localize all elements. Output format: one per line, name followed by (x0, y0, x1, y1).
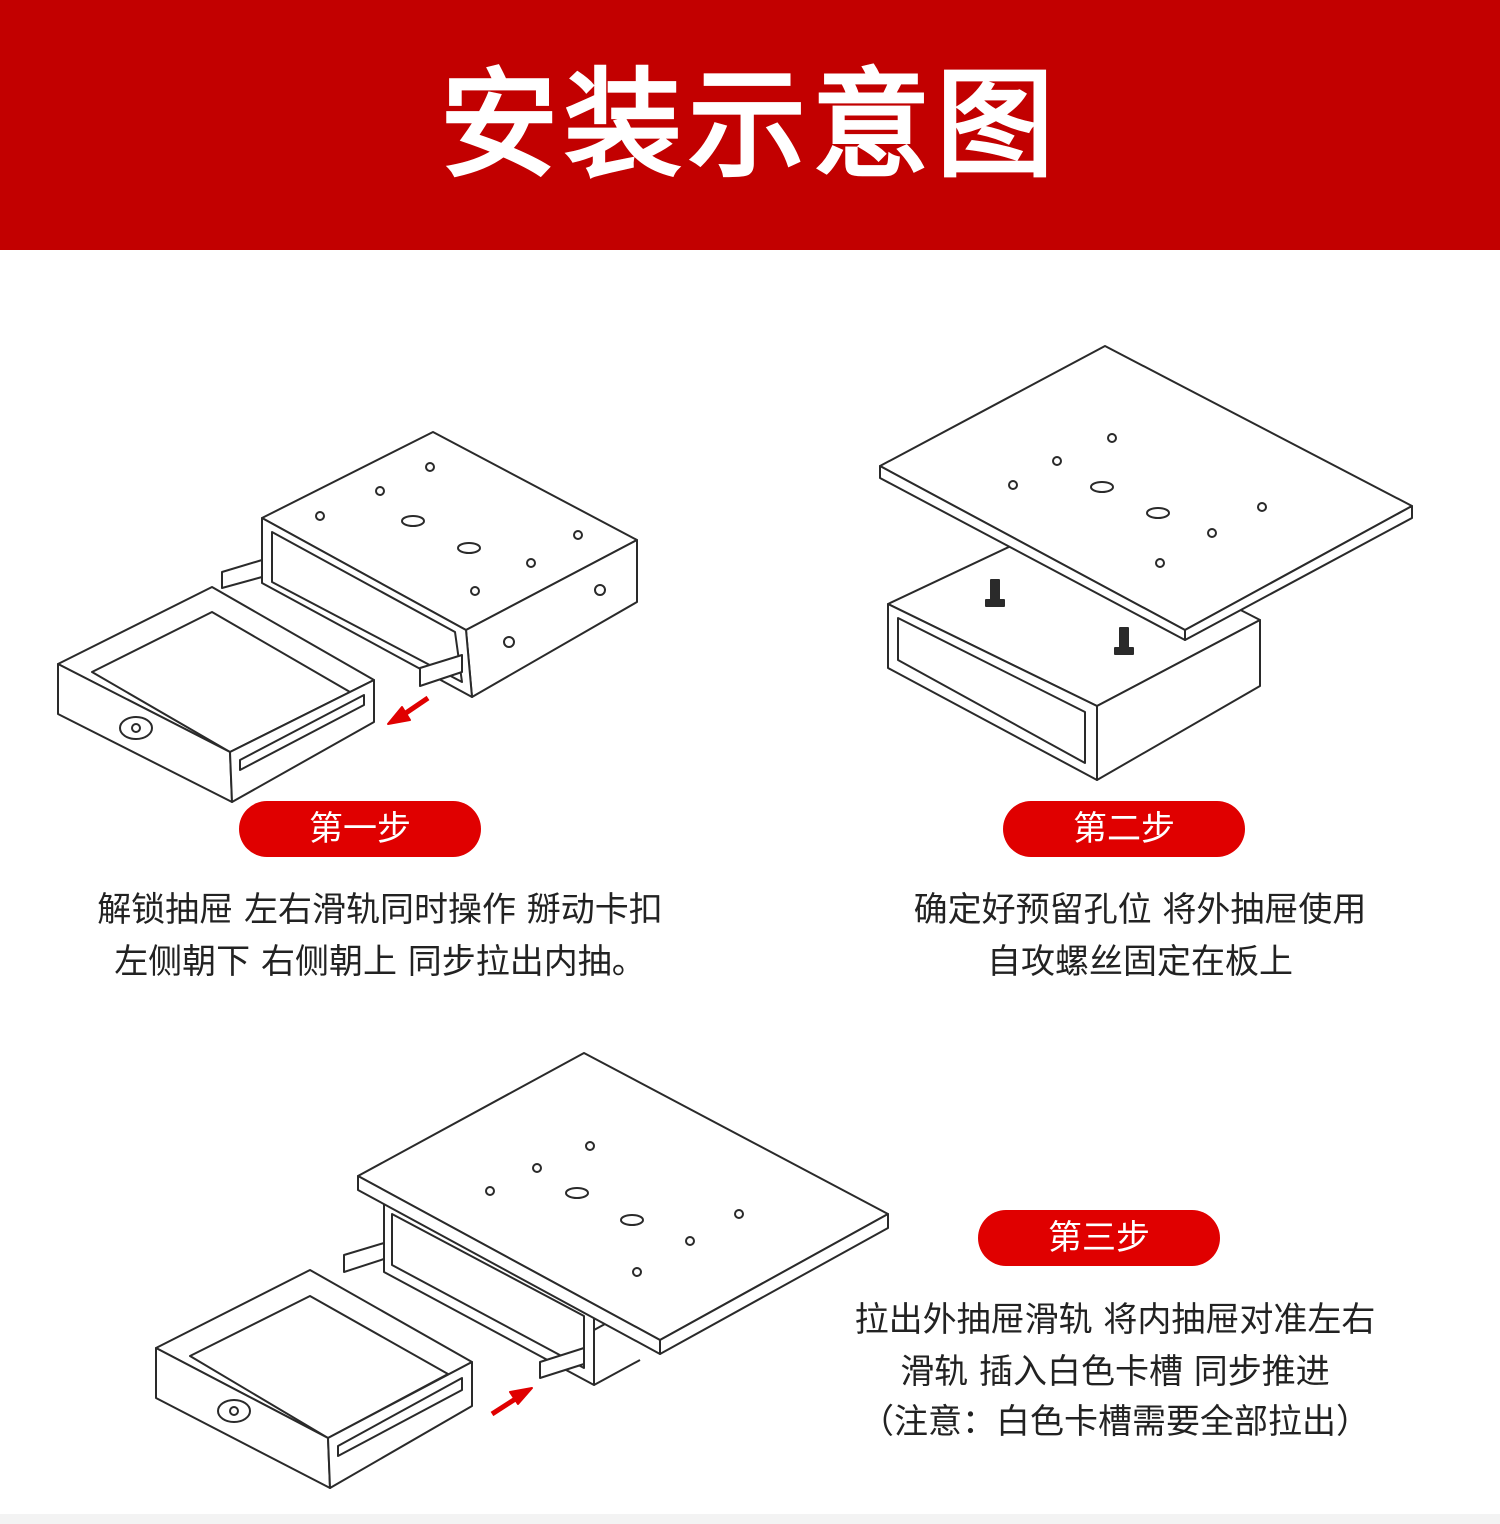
step3-description-line3: （注意：白色卡槽需要全部拉出） (860, 1402, 1370, 1442)
step2-description-line1: 确定好预留孔位 将外抽屉使用 (913, 890, 1367, 930)
step1-badge: 第一步 (239, 801, 481, 857)
step1-pull-arrow (387, 695, 430, 725)
step1-illustration (57, 431, 638, 803)
step2-description-line2: 自攻螺丝固定在板上 (987, 942, 1293, 982)
step3-illustration (155, 1052, 889, 1489)
step1-description-line2: 左侧朝下 右侧朝上 同步拉出内抽。 (114, 942, 646, 982)
step2-outer-box (887, 519, 1261, 781)
step1-outer-housing (221, 431, 638, 698)
step2-illustration (879, 345, 1413, 781)
step3-top-board (357, 1052, 889, 1355)
step3-push-arrow (490, 1387, 533, 1417)
step3-description-line1: 拉出外抽屉滑轨 将内抽屉对准左右 (854, 1300, 1376, 1340)
bottom-divider (0, 1514, 1500, 1524)
step3-description-line2: 滑轨 插入白色卡槽 同步推进 (900, 1352, 1330, 1392)
page-title: 安装示意图 (439, 56, 1060, 194)
step2-top-board (879, 345, 1413, 641)
step1-inner-drawer (57, 586, 375, 803)
header-banner: 安装示意图 (0, 0, 1500, 250)
step2-badge: 第二步 (1003, 801, 1245, 857)
step3-badge: 第三步 (978, 1210, 1220, 1266)
step2-screw-icon (985, 579, 1134, 655)
step3-housing (343, 1199, 641, 1386)
step1-description-line1: 解锁抽屉 左右滑轨同时操作 掰动卡扣 (97, 890, 663, 930)
step3-inner-drawer (155, 1269, 473, 1489)
